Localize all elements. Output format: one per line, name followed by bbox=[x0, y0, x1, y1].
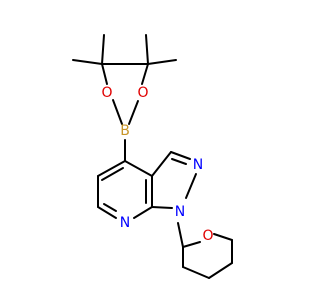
atom-oxygen-right: O bbox=[137, 85, 148, 101]
tetrahydropyran-ring bbox=[182, 233, 233, 279]
pyrazole-ring bbox=[151, 151, 197, 209]
atom-oxygen-left: O bbox=[101, 85, 112, 101]
bond-methyl-1 bbox=[72, 59, 103, 65]
pyridine-ring bbox=[97, 160, 153, 219]
bond-c6-n7-inner bbox=[103, 203, 117, 212]
bond-thp-c5-c4 bbox=[208, 262, 233, 279]
bond-methyl-3 bbox=[145, 34, 149, 65]
bond-n1-thp bbox=[177, 222, 184, 248]
bond-o-left-c bbox=[101, 63, 108, 85]
atom-nitrogen-pyridine: N bbox=[120, 215, 130, 231]
bond-n7-c7a bbox=[133, 206, 153, 219]
bond-b-o-left bbox=[112, 99, 123, 125]
pinacol-boronate-ring bbox=[72, 34, 177, 125]
bond-thp-c2-o bbox=[182, 241, 201, 248]
bond-c3a-c4 bbox=[124, 160, 153, 177]
bond-methyl-4 bbox=[147, 59, 177, 65]
molecule-structure: B O O N N N O bbox=[72, 34, 233, 279]
bond-methyl-2 bbox=[101, 34, 105, 65]
bond-c3a-c3 bbox=[151, 151, 172, 177]
bond-n1-c7a bbox=[151, 206, 173, 209]
atom-oxygen-thp: O bbox=[202, 228, 213, 244]
bond-thp-o-c6 bbox=[213, 233, 233, 241]
bond-c3-n2 bbox=[170, 151, 191, 160]
atom-nitrogen-n1: N bbox=[175, 204, 185, 220]
bond-c4-c5 bbox=[97, 160, 126, 177]
atom-boron: B bbox=[120, 123, 130, 139]
bond-thp-c4-c3 bbox=[182, 266, 210, 279]
bond-c3-n2-inner bbox=[171, 158, 187, 165]
bond-n2-n1 bbox=[185, 173, 197, 199]
bond-c4-c5-inner bbox=[101, 167, 124, 181]
bond-o-right-c bbox=[141, 63, 149, 85]
atom-nitrogen-pyrazole: N bbox=[193, 157, 203, 173]
bond-c6-n7 bbox=[97, 206, 117, 219]
bond-b-o-right bbox=[128, 100, 139, 125]
